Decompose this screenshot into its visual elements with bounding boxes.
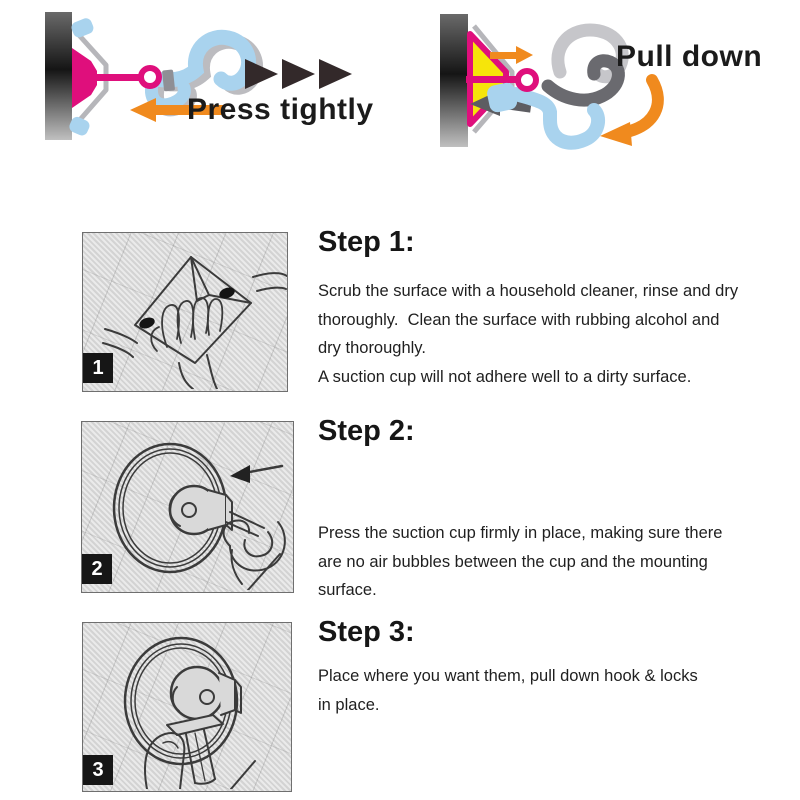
step-number-badge: 2 <box>82 554 112 584</box>
step-2-image: 2 <box>81 421 294 593</box>
cup-tab-bottom-icon <box>69 116 90 136</box>
text-line: are no air bubbles between the cup and t… <box>318 552 708 571</box>
step-1-text: Scrub the surface with a household clean… <box>318 277 738 391</box>
text-line: in place. <box>318 695 380 714</box>
cup-stem <box>94 74 144 81</box>
text-line: surface. <box>318 581 377 599</box>
blue-hook-icon <box>142 29 256 91</box>
press-tightly-label: Press tightly <box>187 93 374 126</box>
figure-pull-illustration <box>440 14 664 150</box>
forward-triangles-icon <box>245 59 352 89</box>
step-2-text: Press the suction cup firmly in place, m… <box>318 519 722 605</box>
gray-hook-up-icon <box>551 23 629 84</box>
dirt-spot <box>139 317 155 329</box>
blue-hook-down-icon <box>509 87 606 150</box>
figure-press-illustration <box>45 12 352 140</box>
text-line: Place where you want them, pull down hoo… <box>318 667 698 685</box>
step-2-title: Step 2: <box>318 415 415 447</box>
cup-stem <box>466 76 522 83</box>
blue-hook-base <box>487 82 518 113</box>
step-1-image: 1 <box>82 232 288 392</box>
text-line: thoroughly. Clean the surface with rubbi… <box>318 310 720 329</box>
hook-latch <box>162 69 175 92</box>
wipe-surface-illustration <box>102 256 288 390</box>
step-3-text: Place where you want them, pull down hoo… <box>318 662 698 719</box>
pull-hook-illustration <box>123 636 256 790</box>
stem-ring <box>515 68 539 92</box>
small-right-arrow-icon <box>490 46 533 64</box>
step-1-title: Step 1: <box>318 226 415 258</box>
step-number-badge: 1 <box>83 353 113 383</box>
text-line: dry thoroughly. <box>318 339 426 357</box>
text-line: Scrub the surface with a household clean… <box>318 282 739 300</box>
step-3-title: Step 3: <box>318 616 415 648</box>
cup-tab-top-icon <box>71 18 94 38</box>
press-cup-illustration <box>112 442 286 591</box>
step-3-image: 3 <box>82 622 292 792</box>
pull-down-curved-arrow-icon <box>600 74 664 146</box>
dark-hook-mid-icon <box>541 54 625 107</box>
text-line: A suction cup will not adhere well to a … <box>318 367 692 386</box>
text-line: Press the suction cup firmly in place, m… <box>318 524 723 542</box>
blue-hook-lower <box>145 73 191 112</box>
stem-ring <box>138 65 162 89</box>
step-number-badge: 3 <box>83 755 113 785</box>
press-arrow-icon <box>130 98 224 122</box>
dirt-spot <box>219 287 235 299</box>
wall <box>45 12 72 140</box>
left-arrow-head <box>230 465 250 483</box>
wall <box>440 14 468 147</box>
pull-down-label: Pull down <box>616 40 763 73</box>
suction-cup-icon <box>72 48 97 108</box>
